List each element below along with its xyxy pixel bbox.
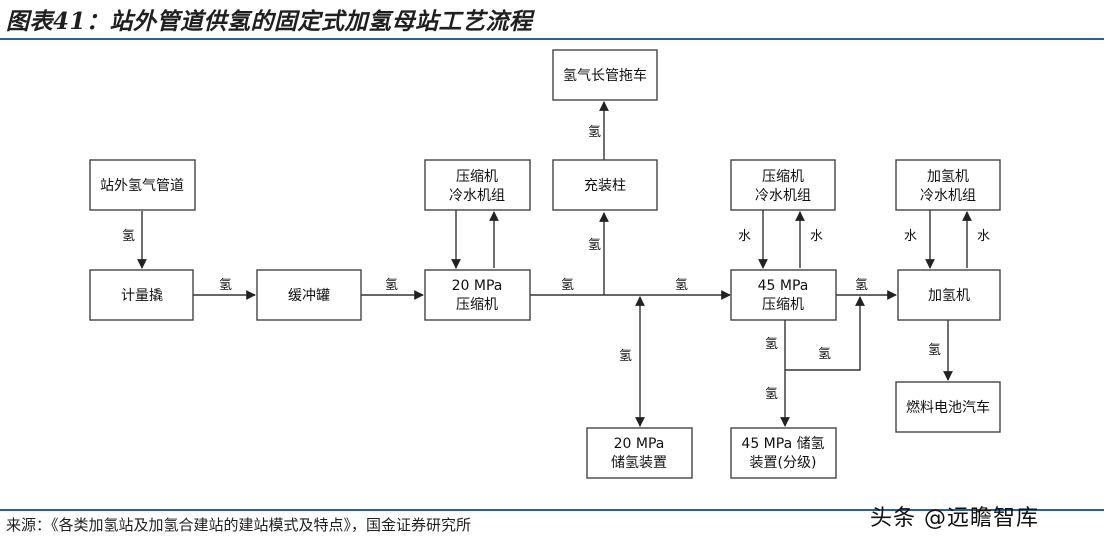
box-chiller3-line1: 加氢机: [927, 169, 969, 185]
label-h2-pipeline: 氢: [122, 229, 135, 244]
label-h2-trailer: 氢: [588, 125, 601, 140]
label-h2-dispenser-in: 氢: [855, 278, 868, 293]
box-storage45-line2: 装置(分级): [750, 455, 817, 471]
edge-storage45-dispenser-line: [785, 296, 865, 371]
box-comp45-line2: 压缩机: [762, 297, 804, 313]
box-comp20-line1: 20 MPa: [452, 278, 503, 294]
box-chiller2-line1: 压缩机: [762, 169, 804, 185]
connections: [137, 101, 972, 427]
box-comp20-line2: 压缩机: [456, 297, 498, 313]
box-dispenser: 加氢机: [897, 269, 1001, 321]
label-h2-comp45-in: 氢: [675, 278, 688, 293]
source-note: 来源：《各类加氢站及加氢合建站的建站模式及特点》，国金证券研究所: [6, 516, 472, 534]
edge-labels: 氢 氢 氢 氢 氢 氢 氢 氢 水 水 氢 氢 氢 氢 水 水 氢: [122, 125, 990, 402]
label-h2-fillpost: 氢: [588, 238, 601, 253]
box-pipeline-label: 站外氢气管道: [100, 178, 184, 194]
watermark: 头条 @远瞻智库: [870, 506, 1039, 531]
label-water-chiller2-out: 水: [810, 229, 823, 244]
label-h2-comp20-out: 氢: [561, 278, 574, 293]
box-fcv: 燃料电池汽车: [895, 381, 1001, 433]
box-meter: 计量撬: [89, 269, 194, 321]
box-chiller2: 压缩机 冷水机组: [730, 159, 836, 211]
box-dispenser-label: 加氢机: [928, 288, 970, 304]
box-comp20: 20 MPa 压缩机: [424, 269, 531, 321]
box-buffer: 缓冲罐: [256, 269, 362, 321]
box-storage20: 20 MPa 储氢装置: [586, 427, 693, 479]
box-chiller3: 加氢机 冷水机组: [895, 159, 1001, 211]
box-chiller3-line2: 冷水机组: [920, 188, 976, 204]
label-h2-fcv: 氢: [928, 343, 941, 358]
label-h2-storage45: 氢: [765, 387, 778, 402]
box-fill-post: 充装柱: [552, 159, 658, 211]
box-storage20-line2: 储氢装置: [611, 455, 667, 471]
box-fill-post-label: 充装柱: [584, 178, 626, 194]
box-chiller1: 压缩机 冷水机组: [424, 159, 531, 211]
label-water-chiller3-in: 水: [904, 229, 917, 244]
box-pipeline: 站外氢气管道: [89, 159, 196, 211]
source-divider: [0, 509, 1104, 511]
box-buffer-label: 缓冲罐: [288, 288, 330, 304]
box-storage45: 45 MPa 储氢 装置(分级): [730, 427, 837, 479]
box-tube-trailer: 氢气长管拖车: [552, 49, 658, 101]
box-storage20-line1: 20 MPa: [614, 436, 665, 452]
box-chiller1-line1: 压缩机: [456, 169, 498, 185]
label-h2-meter: 氢: [219, 278, 232, 293]
label-h2-storage20: 氢: [619, 349, 632, 364]
label-water-chiller3-out: 水: [977, 229, 990, 244]
box-comp45-line1: 45 MPa: [758, 278, 809, 294]
box-chiller2-line2: 冷水机组: [755, 188, 811, 204]
label-water-chiller2-in: 水: [738, 229, 751, 244]
box-comp45: 45 MPa 压缩机: [730, 269, 837, 321]
box-storage45-line1: 45 MPa 储氢: [741, 436, 824, 452]
figure-title: 图表41：站外管道供氢的固定式加氢母站工艺流程: [6, 8, 533, 35]
label-h2-comp45-down: 氢: [765, 337, 778, 352]
box-meter-label: 计量撬: [121, 288, 163, 304]
box-fcv-label: 燃料电池汽车: [906, 399, 990, 416]
label-h2-buffer: 氢: [385, 278, 398, 293]
box-tube-trailer-label: 氢气长管拖车: [563, 67, 647, 84]
label-h2-return: 氢: [818, 347, 831, 362]
box-chiller1-line2: 冷水机组: [449, 188, 505, 204]
title-divider: [0, 38, 1104, 40]
